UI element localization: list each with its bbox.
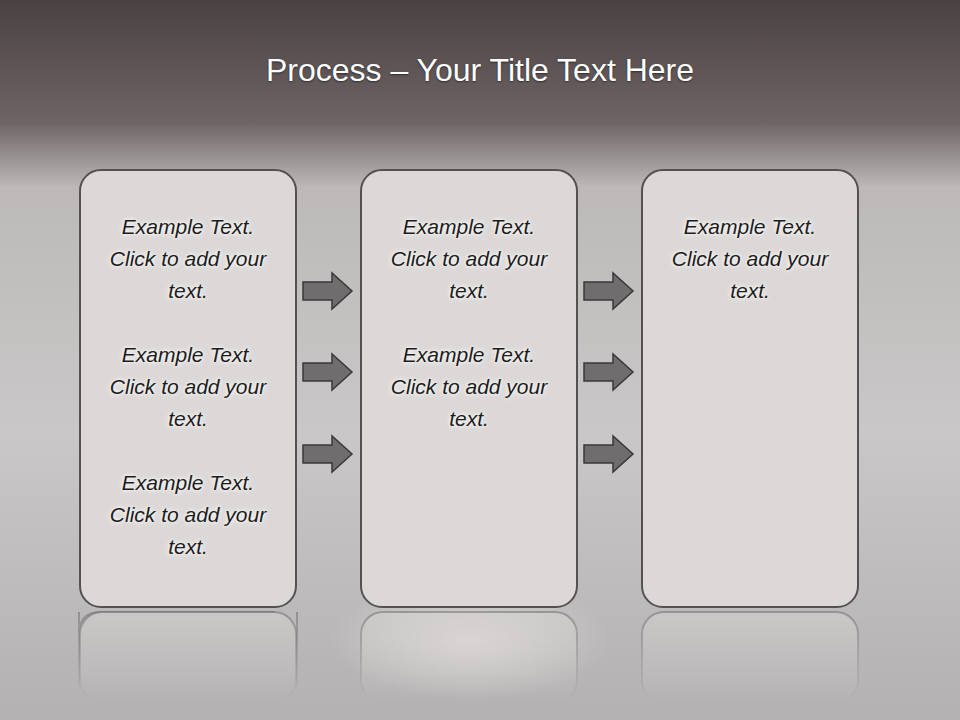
block-arrow (584, 354, 633, 390)
slide-title: Process – Your Title Text Here (0, 52, 960, 89)
block-arrow (584, 273, 633, 309)
process-box: Example Text. Click to add your text. Exa… (360, 169, 578, 608)
box-text: Example Text. Click to add your text. (385, 211, 553, 307)
box-text: Example Text. Click to add your text. (385, 339, 553, 435)
box-text: Example Text. Click to add your text. (666, 211, 834, 307)
process-box: Example Text. Click to add your text. (641, 169, 859, 608)
block-arrow (303, 436, 352, 472)
box-text: Example Text. Click to add your text. (104, 467, 272, 563)
block-arrow (303, 273, 352, 309)
box-text: Example Text. Click to add your text. (104, 339, 272, 435)
block-arrow (303, 354, 352, 390)
block-arrow (584, 436, 633, 472)
box-text: Example Text. Click to add your text. (104, 211, 272, 307)
process-box: Example Text. Click to add your text. Exa… (79, 169, 297, 608)
